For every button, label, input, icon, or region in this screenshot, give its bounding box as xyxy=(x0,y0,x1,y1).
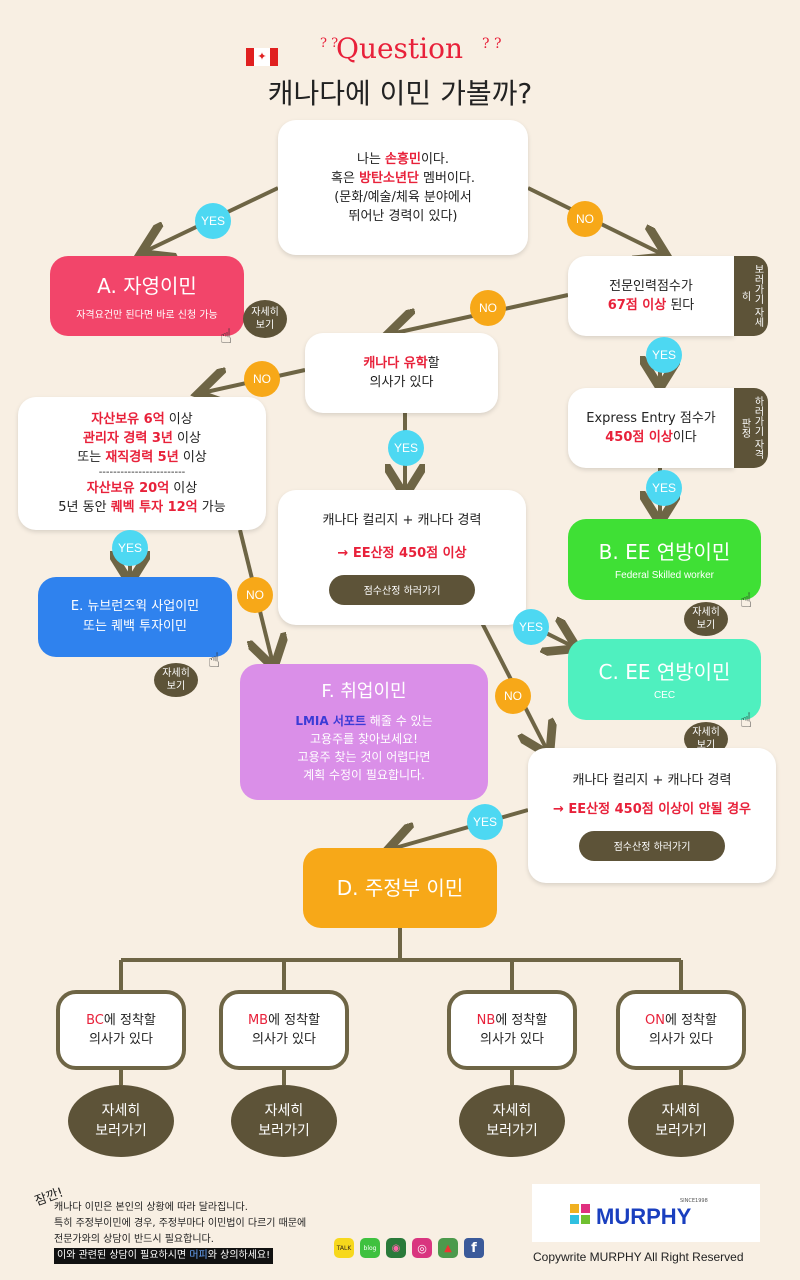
college-node: 캐나다 컬리지 + 캐나다 경력 → EE산정 450점 이상 점수산정 하러가… xyxy=(278,490,526,625)
province-mb: MB에 정착할 의사가 있다 xyxy=(219,990,349,1070)
pointer-hand-icon: ☝ xyxy=(220,324,233,348)
canada-flag-icon: ✦ xyxy=(246,48,278,66)
no-label: NO xyxy=(567,201,603,237)
business-node: E. 뉴브런즈윅 사업이민 또는 퀘백 투자이민 xyxy=(38,577,232,657)
facebook-icon[interactable]: f xyxy=(464,1238,484,1258)
assets-node: 자산보유 6억 이상 관리자 경력 3년 이상 또는 재직경력 5년 이상 --… xyxy=(18,397,266,530)
page-title: 캐나다에 이민 가볼까? xyxy=(267,77,533,110)
kakaotalk-icon[interactable]: TALK xyxy=(334,1238,354,1258)
on-detail-button[interactable]: 자세히 보러가기 xyxy=(628,1085,734,1157)
mb-detail-button[interactable]: 자세히 보러가기 xyxy=(231,1085,337,1157)
question-marks-left: ? ? xyxy=(320,36,339,51)
bc-detail-button[interactable]: 자세히 보러가기 xyxy=(68,1085,174,1157)
yes-label: YES xyxy=(513,609,549,645)
social-icons: TALK blog ◉ ◎ ▲ f xyxy=(334,1238,484,1258)
score-calc-button[interactable]: 점수산정 하러가기 xyxy=(579,830,725,861)
province-on: ON에 정착할 의사가 있다 xyxy=(616,990,746,1070)
pointer-hand-icon: ☝ xyxy=(740,588,753,612)
ee450-node: Express Entry 점수가 450점 이상이다 xyxy=(568,388,734,468)
fsw-node: B. EE 연방이민 Federal Skilled worker xyxy=(568,519,761,600)
nb-detail-button[interactable]: 자세히 보러가기 xyxy=(459,1085,565,1157)
no-label: NO xyxy=(470,290,506,326)
business-detail-button[interactable]: 자세히 보기 xyxy=(154,663,198,697)
yes-label: YES xyxy=(112,530,148,566)
ee450-check-tab[interactable]: 하러가기 자격판정 xyxy=(734,388,768,468)
question-heading: Question xyxy=(336,32,464,65)
score67-detail-tab[interactable]: 보러가기 자세히 xyxy=(734,256,768,336)
map-icon[interactable]: ▲ xyxy=(438,1238,458,1258)
pnp-node: D. 주정부 이민 xyxy=(303,848,497,928)
province-nb: NB에 정착할 의사가 있다 xyxy=(447,990,577,1070)
copyright: Copywrite MURPHY All Right Reserved xyxy=(533,1250,744,1264)
brand-since: SINCE1998 xyxy=(680,1198,708,1204)
yes-label: YES xyxy=(195,203,231,239)
yes-label: YES xyxy=(646,470,682,506)
camera-icon[interactable]: ◉ xyxy=(386,1238,406,1258)
blog-icon[interactable]: blog xyxy=(360,1238,380,1258)
fsw-detail-button[interactable]: 자세히 보기 xyxy=(684,602,728,636)
question-marks-right: ? ? xyxy=(482,36,502,52)
self-employed-detail-button[interactable]: 자세히 보기 xyxy=(243,300,287,338)
murphy-logo-icon xyxy=(570,1204,590,1224)
no-label: NO xyxy=(495,678,531,714)
no-label: NO xyxy=(244,361,280,397)
self-employed-node: A. 자영이민 자격요건만 된다면 바로 신청 가능 xyxy=(50,256,244,336)
instagram-icon[interactable]: ◎ xyxy=(412,1238,432,1258)
footer-note: 캐나다 이민은 본인의 상황에 따라 달라집니다. 특히 주정부이민에 경우, … xyxy=(54,1200,434,1264)
pointer-hand-icon: ☝ xyxy=(740,708,753,732)
yes-label: YES xyxy=(388,430,424,466)
cec-node: C. EE 연방이민 CEC xyxy=(568,639,761,720)
start-node: 나는 손흥민이다. 혹은 방탄소년단 멤버이다. (문화/예술/체육 분야에서 … xyxy=(278,120,528,255)
pointer-hand-icon: ☝ xyxy=(208,648,221,672)
score67-node: 전문인력점수가 67점 이상 된다 xyxy=(568,256,734,336)
province-bc: BC에 정착할 의사가 있다 xyxy=(56,990,186,1070)
college2-node: 캐나다 컬리지 + 캐나다 경력 → EE산정 450점 이상이 안될 경우 점… xyxy=(528,748,776,883)
yes-label: YES xyxy=(467,804,503,840)
no-label: NO xyxy=(237,577,273,613)
study-node: 캐나다 유학할 의사가 있다 xyxy=(305,333,498,413)
score-calc-button[interactable]: 점수산정 하러가기 xyxy=(329,574,475,605)
work-node: F. 취업이민 LMIA 서포트 해줄 수 있는 고용주를 찾아보세요! 고용주… xyxy=(240,664,488,800)
yes-label: YES xyxy=(646,337,682,373)
brand-box: SINCE1998 MURPHY xyxy=(532,1184,760,1242)
brand-name: MURPHY xyxy=(596,1204,692,1229)
